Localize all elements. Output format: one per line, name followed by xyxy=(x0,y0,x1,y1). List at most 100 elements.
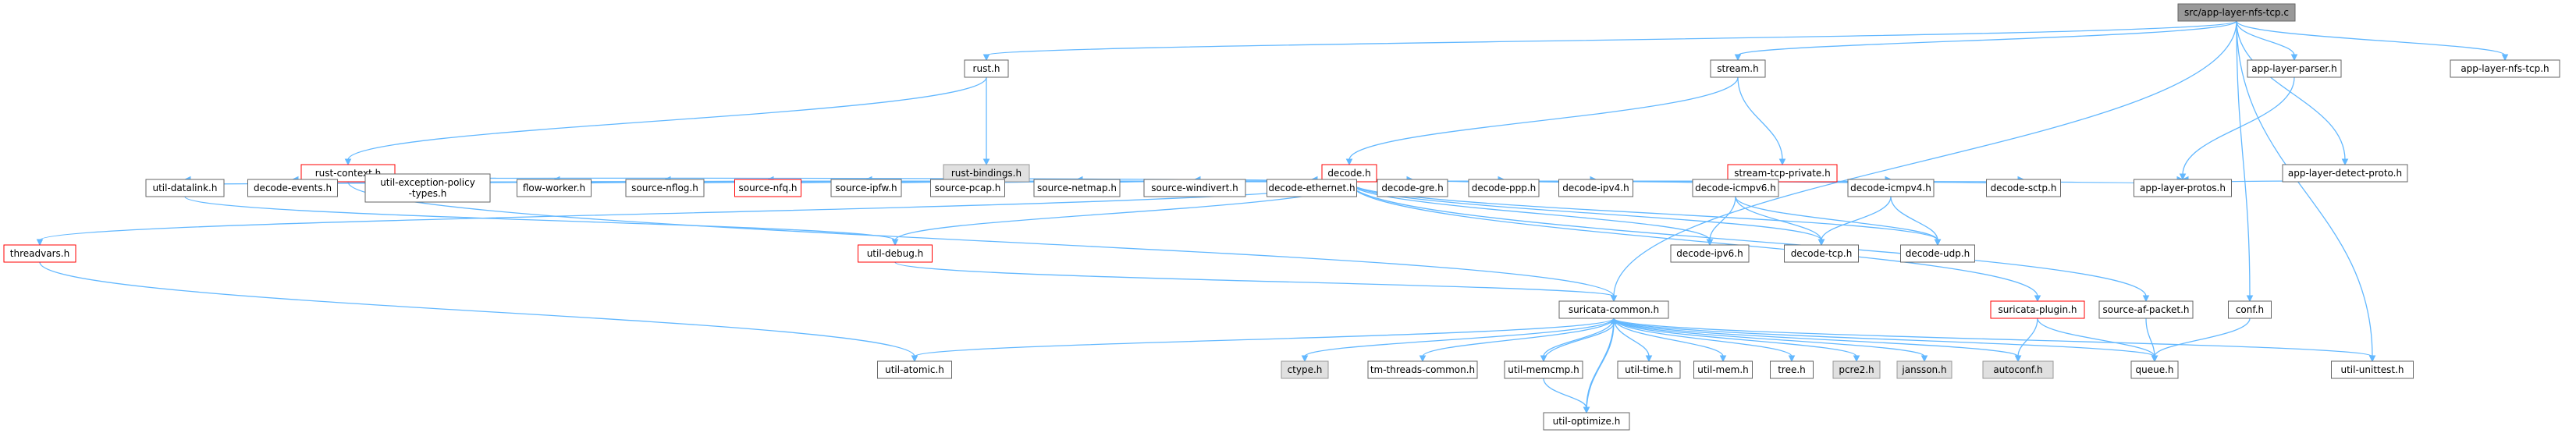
node-utime[interactable]: util-time.h xyxy=(1617,360,1681,379)
node-dipv6[interactable]: decode-ipv6.h xyxy=(1670,244,1750,263)
node-tmtc[interactable]: tm-threads-common.h xyxy=(1367,360,1478,379)
node-ctype[interactable]: ctype.h xyxy=(1281,360,1329,379)
node-label: source-windivert.h xyxy=(1151,183,1238,193)
node-rustbind[interactable]: rust-bindings.h xyxy=(943,164,1030,183)
node-dtcp[interactable]: decode-tcp.h xyxy=(1784,244,1859,263)
node-alp[interactable]: app-layer-parser.h xyxy=(2247,59,2342,78)
node-dppp[interactable]: decode-ppp.h xyxy=(1468,179,1540,197)
node-label: app-layer-parser.h xyxy=(2251,63,2336,74)
node-label: conf.h xyxy=(2236,304,2264,315)
edge-scommon-to-uunit xyxy=(1613,318,2376,363)
node-label: app-layer-protos.h xyxy=(2140,183,2226,193)
node-scommon[interactable]: suricata-common.h xyxy=(1558,300,1669,319)
node-devents[interactable]: decode-events.h xyxy=(247,179,338,197)
node-alnfs[interactable]: app-layer-nfs-tcp.h xyxy=(2450,59,2560,78)
node-label: rust-bindings.h xyxy=(951,168,1022,179)
node-spcap[interactable]: source-pcap.h xyxy=(930,179,1005,197)
node-label: decode-icmpv6.h xyxy=(1695,183,1776,193)
node-threadvars[interactable]: threadvars.h xyxy=(3,244,76,263)
node-label: util-unittest.h xyxy=(2340,364,2404,375)
edge-rust-to-rustctx xyxy=(344,76,987,166)
node-box xyxy=(877,360,952,379)
node-box xyxy=(964,59,1009,78)
node-dudp[interactable]: decode-udp.h xyxy=(1900,244,1975,263)
node-box xyxy=(1770,360,1814,379)
node-label: util-datalink.h xyxy=(153,183,218,193)
node-snflog[interactable]: source-nflog.h xyxy=(625,179,705,197)
node-label: app-layer-detect-proto.h xyxy=(2288,168,2402,179)
edge-scommon-to-pcre2 xyxy=(1613,318,1860,363)
node-stp[interactable]: stream-tcp-private.h xyxy=(1727,164,1838,183)
node-deth[interactable]: decode-ethernet.h xyxy=(1267,179,1357,197)
node-box xyxy=(734,179,801,197)
node-sipfw[interactable]: source-ipfw.h xyxy=(830,179,902,197)
node-umem[interactable]: util-mem.h xyxy=(1693,360,1753,379)
edge-decode-to-safp xyxy=(1348,181,2150,303)
node-uexc[interactable]: util-exception-policy-types.h xyxy=(364,173,491,203)
node-fw[interactable]: flow-worker.h xyxy=(517,179,592,197)
node-label: decode-sctp.h xyxy=(1991,183,2057,193)
edge-dicmp4-to-dtcp xyxy=(1817,196,1892,247)
node-autoconf[interactable]: autoconf.h xyxy=(1982,360,2054,379)
node-label: decode-ipv6.h xyxy=(1676,248,1743,259)
node-rust[interactable]: rust.h xyxy=(964,59,1009,78)
node-aldp[interactable]: app-layer-detect-proto.h xyxy=(2282,164,2408,183)
edge-stream-to-stp xyxy=(1737,76,1786,166)
node-tree[interactable]: tree.h xyxy=(1770,360,1814,379)
node-label: source-netmap.h xyxy=(1037,183,1117,193)
node-uunit[interactable]: util-unittest.h xyxy=(2331,360,2414,379)
node-udl[interactable]: util-datalink.h xyxy=(145,179,225,197)
node-box xyxy=(625,179,705,197)
node-alprotos[interactable]: app-layer-protos.h xyxy=(2134,179,2232,197)
node-dipv4[interactable]: decode-ipv4.h xyxy=(1558,179,1633,197)
edge-scommon-to-jansson xyxy=(1613,318,1928,363)
node-box xyxy=(1617,360,1681,379)
node-dicmp4[interactable]: decode-icmpv4.h xyxy=(1847,179,1935,197)
node-box xyxy=(517,179,592,197)
node-label: util-memcmp.h xyxy=(1508,364,1579,375)
node-uatomic[interactable]: util-atomic.h xyxy=(877,360,952,379)
node-label: decode-events.h xyxy=(254,183,332,193)
node-safp[interactable]: source-af-packet.h xyxy=(2098,300,2194,319)
node-jansson[interactable]: jansson.h xyxy=(1896,360,1952,379)
node-box xyxy=(1670,244,1750,263)
node-dsctp[interactable]: decode-sctp.h xyxy=(1986,179,2061,197)
node-root[interactable]: src/app-layer-nfs-tcp.c xyxy=(2177,3,2296,22)
node-label: source-nfq.h xyxy=(738,183,797,193)
edge-root-to-alp xyxy=(2236,20,2298,62)
node-dicmp6[interactable]: decode-icmpv6.h xyxy=(1692,179,1779,197)
edge-dicmp6-to-dudp xyxy=(1735,196,1942,247)
node-label: ctype.h xyxy=(1288,364,1323,375)
node-box xyxy=(2177,3,2296,22)
node-snfq[interactable]: source-nfq.h xyxy=(734,179,801,197)
node-splugin[interactable]: suricata-plugin.h xyxy=(1990,300,2085,319)
node-box xyxy=(2134,179,2232,197)
node-box xyxy=(364,173,491,203)
node-udebug[interactable]: util-debug.h xyxy=(858,244,933,263)
node-label: tm-threads-common.h xyxy=(1370,364,1475,375)
node-box xyxy=(1543,412,1630,431)
node-box xyxy=(1558,300,1669,319)
edge-root-to-rust xyxy=(982,20,2237,62)
node-box xyxy=(830,179,902,197)
node-snetmap[interactable]: source-netmap.h xyxy=(1033,179,1121,197)
edge-dicmp6-to-dtcp xyxy=(1735,196,1825,247)
node-box xyxy=(2247,59,2342,78)
node-label: autoconf.h xyxy=(1993,364,2042,375)
node-swd[interactable]: source-windivert.h xyxy=(1143,179,1246,197)
node-stream[interactable]: stream.h xyxy=(1710,59,1766,78)
edge-conf-to-queue xyxy=(2151,318,2251,363)
node-conf[interactable]: conf.h xyxy=(2228,300,2272,319)
node-label: decode-udp.h xyxy=(1906,248,1970,259)
node-pcre2[interactable]: pcre2.h xyxy=(1832,360,1881,379)
edge-rust-to-rustbind xyxy=(982,76,990,166)
node-umemcmp[interactable]: util-memcmp.h xyxy=(1504,360,1583,379)
edge-udebug-to-scommon xyxy=(894,261,1618,303)
node-label: suricata-common.h xyxy=(1569,304,1659,315)
node-dgre[interactable]: decode-gre.h xyxy=(1377,179,1448,197)
node-queue[interactable]: queue.h xyxy=(2130,360,2179,379)
node-box xyxy=(2331,360,2414,379)
edge-scommon-to-umemcmp xyxy=(1540,318,1615,363)
node-uopt[interactable]: util-optimize.h xyxy=(1543,412,1630,431)
